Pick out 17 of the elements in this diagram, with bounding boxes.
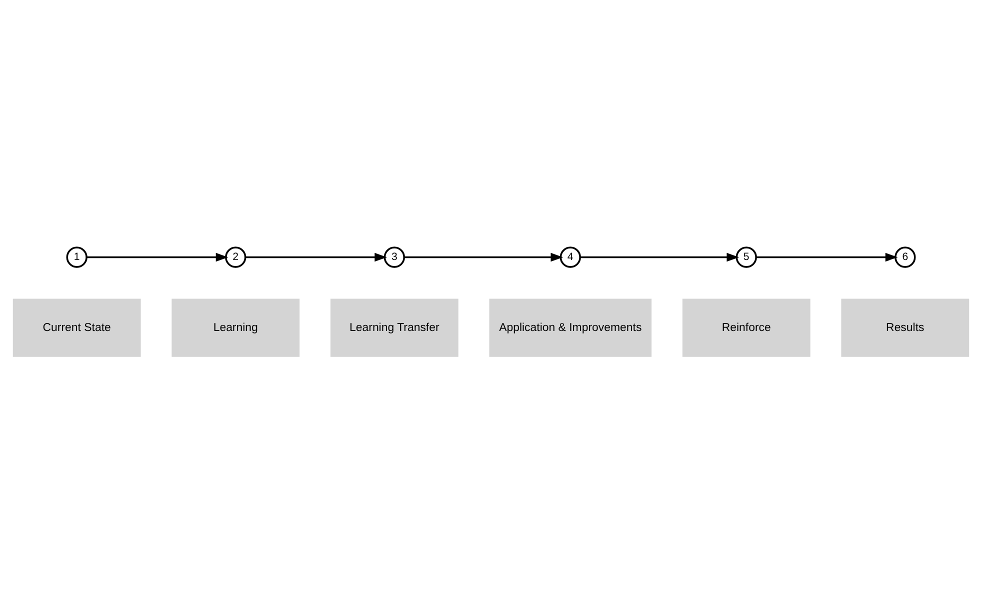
node-circle: 4: [560, 246, 581, 268]
arrow: [245, 252, 388, 262]
node-box: Reinforce: [682, 298, 810, 356]
arrow: [756, 252, 898, 262]
node-circle: 6: [894, 246, 916, 268]
node-box: Current State: [12, 298, 141, 356]
node-circle: 1: [66, 246, 88, 268]
node-circle: 2: [225, 246, 246, 268]
arrow: [580, 252, 740, 262]
node-box: Application & Improvements: [489, 298, 652, 356]
node-box: Results: [841, 298, 970, 356]
node-circle: 3: [384, 246, 405, 268]
node-box: Learning Transfer: [330, 298, 458, 356]
node-circle: 5: [736, 246, 757, 268]
arrow: [404, 252, 564, 262]
node-box: Learning: [172, 298, 300, 356]
arrow: [86, 252, 228, 262]
